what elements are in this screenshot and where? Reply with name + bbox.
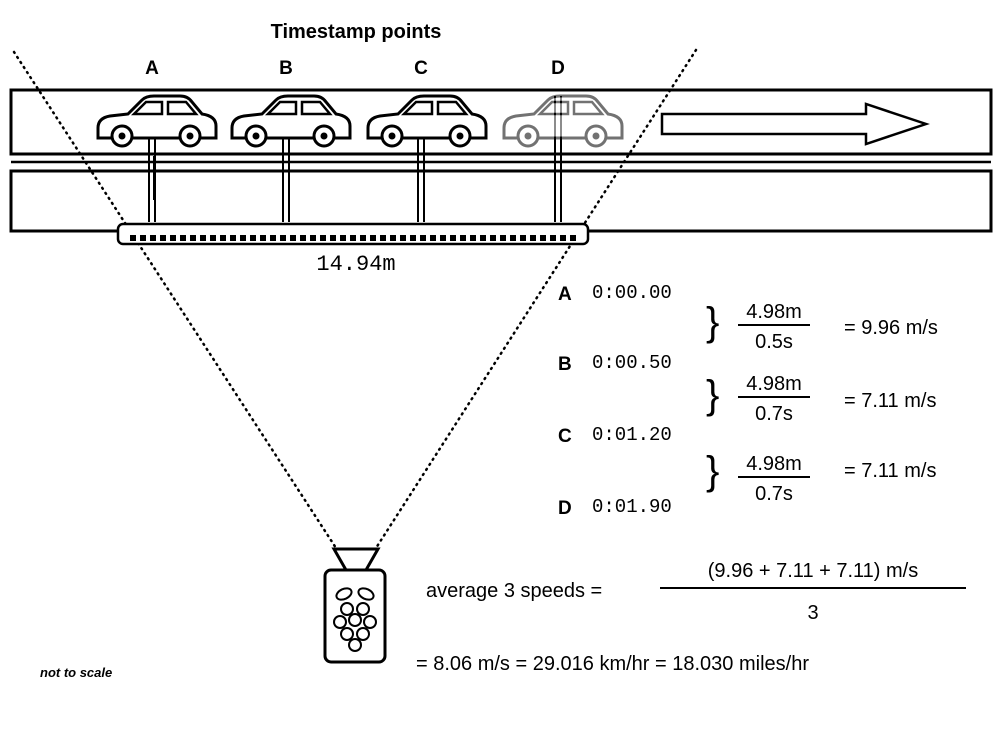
point-label-a: A: [145, 58, 159, 79]
road-lane-bottom: [9, 169, 993, 233]
segment-distance: 4.98m: [746, 301, 802, 323]
timestamp-time-d: 0:01.90: [592, 496, 672, 518]
timestamp-label-b: B: [558, 354, 572, 375]
timestamp-label-c: C: [558, 426, 572, 447]
raspberry-pi-camera-icon: [323, 547, 387, 664]
timestamp-time-a: 0:00.00: [592, 282, 672, 304]
brace-icon: }: [706, 373, 719, 417]
segment-speed: = 7.11 m/s: [844, 390, 936, 412]
arrow-right-icon: [660, 102, 930, 146]
segment-time: 0.7s: [755, 483, 793, 505]
timestamp-markers: [148, 96, 562, 222]
segment-bc: } 4.98m 0.7s = 7.11 m/s: [706, 373, 936, 425]
point-label-c: C: [414, 58, 428, 79]
point-labels: A B C D: [145, 58, 565, 79]
average-numerator: (9.96 + 7.11 + 7.11) m/s: [708, 560, 919, 582]
segment-cd: } 4.98m 0.7s = 7.11 m/s: [706, 449, 936, 505]
cars: [96, 94, 624, 148]
footnote: not to scale: [40, 665, 112, 680]
segment-time: 0.5s: [755, 331, 793, 353]
brace-icon: }: [706, 300, 719, 344]
distance-label: 14.94m: [316, 252, 395, 277]
diagram-title: Timestamp points: [271, 21, 442, 43]
car-icon: [502, 94, 624, 148]
segment-speed: = 7.11 m/s: [844, 460, 936, 482]
average-formula: average 3 speeds = (9.96 + 7.11 + 7.11) …: [416, 560, 966, 675]
average-result: = 8.06 m/s = 29.016 km/hr = 18.030 miles…: [416, 653, 809, 675]
segment-ab: } 4.98m 0.5s = 9.96 m/s: [706, 300, 938, 353]
segment-calculations: } 4.98m 0.5s = 9.96 m/s } 4.98m 0.7s = 7…: [706, 300, 938, 505]
segment-time: 0.7s: [755, 403, 793, 425]
timestamp-label-a: A: [558, 284, 572, 305]
point-label-d: D: [551, 58, 565, 79]
camera-view-lines: [12, 48, 698, 550]
average-denominator: 3: [807, 602, 818, 624]
segment-distance: 4.98m: [746, 453, 802, 475]
car-icon: [230, 94, 352, 148]
car-icon: [96, 94, 218, 148]
segment-distance: 4.98m: [746, 373, 802, 395]
brace-icon: }: [706, 449, 719, 493]
timestamp-time-b: 0:00.50: [592, 352, 672, 374]
timestamp-time-c: 0:01.20: [592, 424, 672, 446]
timestamp-list: A 0:00.00 B 0:00.50 C 0:01.20 D 0:01.90: [558, 282, 672, 519]
point-label-b: B: [279, 58, 293, 79]
segment-speed: = 9.96 m/s: [844, 317, 938, 339]
average-label: average 3 speeds =: [426, 580, 602, 602]
road-lane-top: [9, 88, 993, 156]
timestamp-label-d: D: [558, 498, 572, 519]
car-icon: [366, 94, 488, 148]
measuring-tape: [116, 222, 590, 246]
